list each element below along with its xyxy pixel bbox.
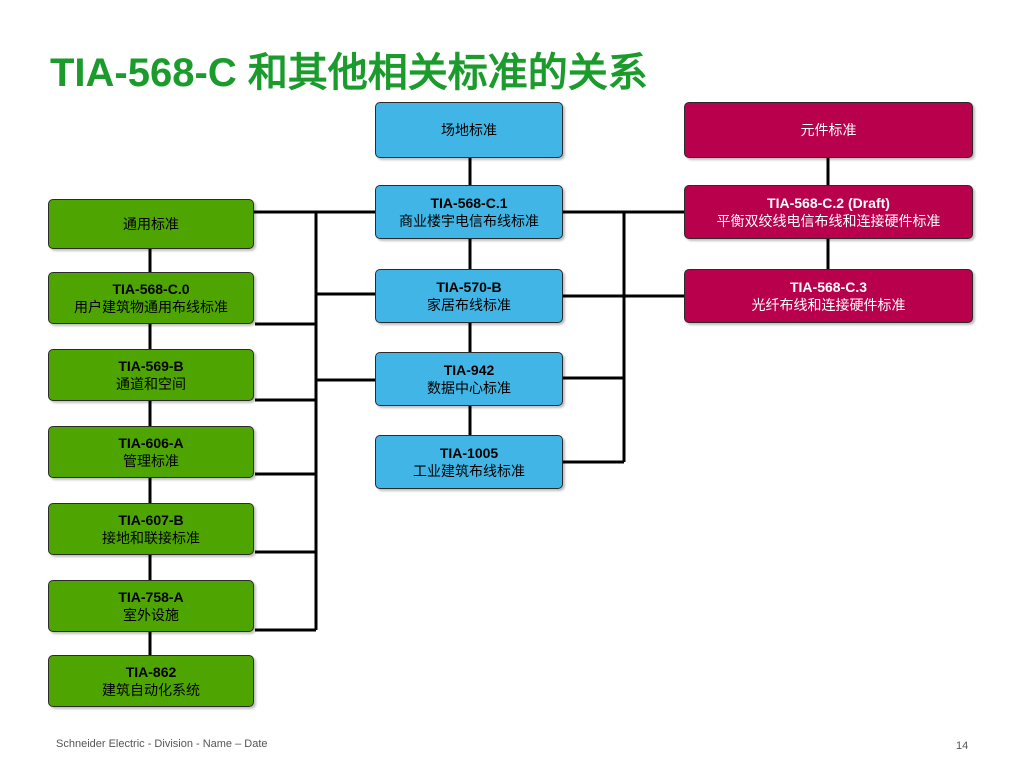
standard-desc: 室外设施 xyxy=(123,607,179,623)
general-standard-box: TIA-568-C.0 用户建筑物通用布线标准 xyxy=(48,272,254,324)
general-standards-header: 通用标准 xyxy=(48,199,254,249)
site-standards-header: 场地标准 xyxy=(375,102,563,158)
standard-code: TIA-1005 xyxy=(439,445,499,461)
component-standards-header-label: 元件标准 xyxy=(800,122,857,138)
component-standard-box: TIA-568-C.2 (Draft) 平衡双绞线电信布线和连接硬件标准 xyxy=(684,185,973,239)
standard-desc: 平衡双绞线电信布线和连接硬件标准 xyxy=(716,213,941,229)
standard-desc: 通道和空间 xyxy=(116,376,186,392)
general-standard-box: TIA-862 建筑自动化系统 xyxy=(48,655,254,707)
standard-desc: 工业建筑布线标准 xyxy=(413,463,525,479)
footer-text: Schneider Electric - Division - Name – D… xyxy=(56,738,268,750)
general-standard-box: TIA-606-A 管理标准 xyxy=(48,426,254,478)
standard-desc: 接地和联接标准 xyxy=(102,530,200,546)
general-standard-box: TIA-758-A 室外设施 xyxy=(48,580,254,632)
standard-desc: 商业楼宇电信布线标准 xyxy=(399,213,539,229)
standard-code: TIA-862 xyxy=(125,664,177,680)
general-standard-box: TIA-607-B 接地和联接标准 xyxy=(48,503,254,555)
standard-desc: 光纤布线和连接硬件标准 xyxy=(751,297,906,313)
component-standard-box: TIA-568-C.3 光纤布线和连接硬件标准 xyxy=(684,269,973,323)
standard-desc: 数据中心标准 xyxy=(427,380,511,396)
site-standard-box: TIA-570-B 家居布线标准 xyxy=(375,269,563,323)
standard-desc: 用户建筑物通用布线标准 xyxy=(74,299,228,315)
standard-code: TIA-570-B xyxy=(436,279,502,295)
standard-code: TIA-568-C.0 xyxy=(112,281,190,297)
standard-code: TIA-942 xyxy=(443,362,495,378)
standard-code: TIA-607-B xyxy=(118,512,184,528)
standard-code: TIA-568-C.3 xyxy=(789,279,868,295)
site-standard-box: TIA-942 数据中心标准 xyxy=(375,352,563,406)
standard-desc: 建筑自动化系统 xyxy=(102,682,200,698)
site-standard-box: TIA-1005 工业建筑布线标准 xyxy=(375,435,563,489)
page-number: 14 xyxy=(956,740,969,752)
standard-code: TIA-606-A xyxy=(118,435,184,451)
page-title: TIA-568-C 和其他相关标准的关系 xyxy=(50,51,648,95)
standard-code: TIA-568-C.1 xyxy=(430,195,508,211)
general-standards-header-label: 通用标准 xyxy=(123,216,179,232)
standard-code: TIA-758-A xyxy=(118,589,184,605)
standard-desc: 家居布线标准 xyxy=(427,297,511,313)
standard-code: TIA-569-B xyxy=(118,358,184,374)
standard-desc: 管理标准 xyxy=(123,453,179,469)
component-standards-header: 元件标准 xyxy=(684,102,973,158)
site-standard-box: TIA-568-C.1 商业楼宇电信布线标准 xyxy=(375,185,563,239)
general-standard-box: TIA-569-B 通道和空间 xyxy=(48,349,254,401)
site-standards-header-label: 场地标准 xyxy=(441,122,497,138)
standard-code: TIA-568-C.2 (Draft) xyxy=(767,195,890,211)
